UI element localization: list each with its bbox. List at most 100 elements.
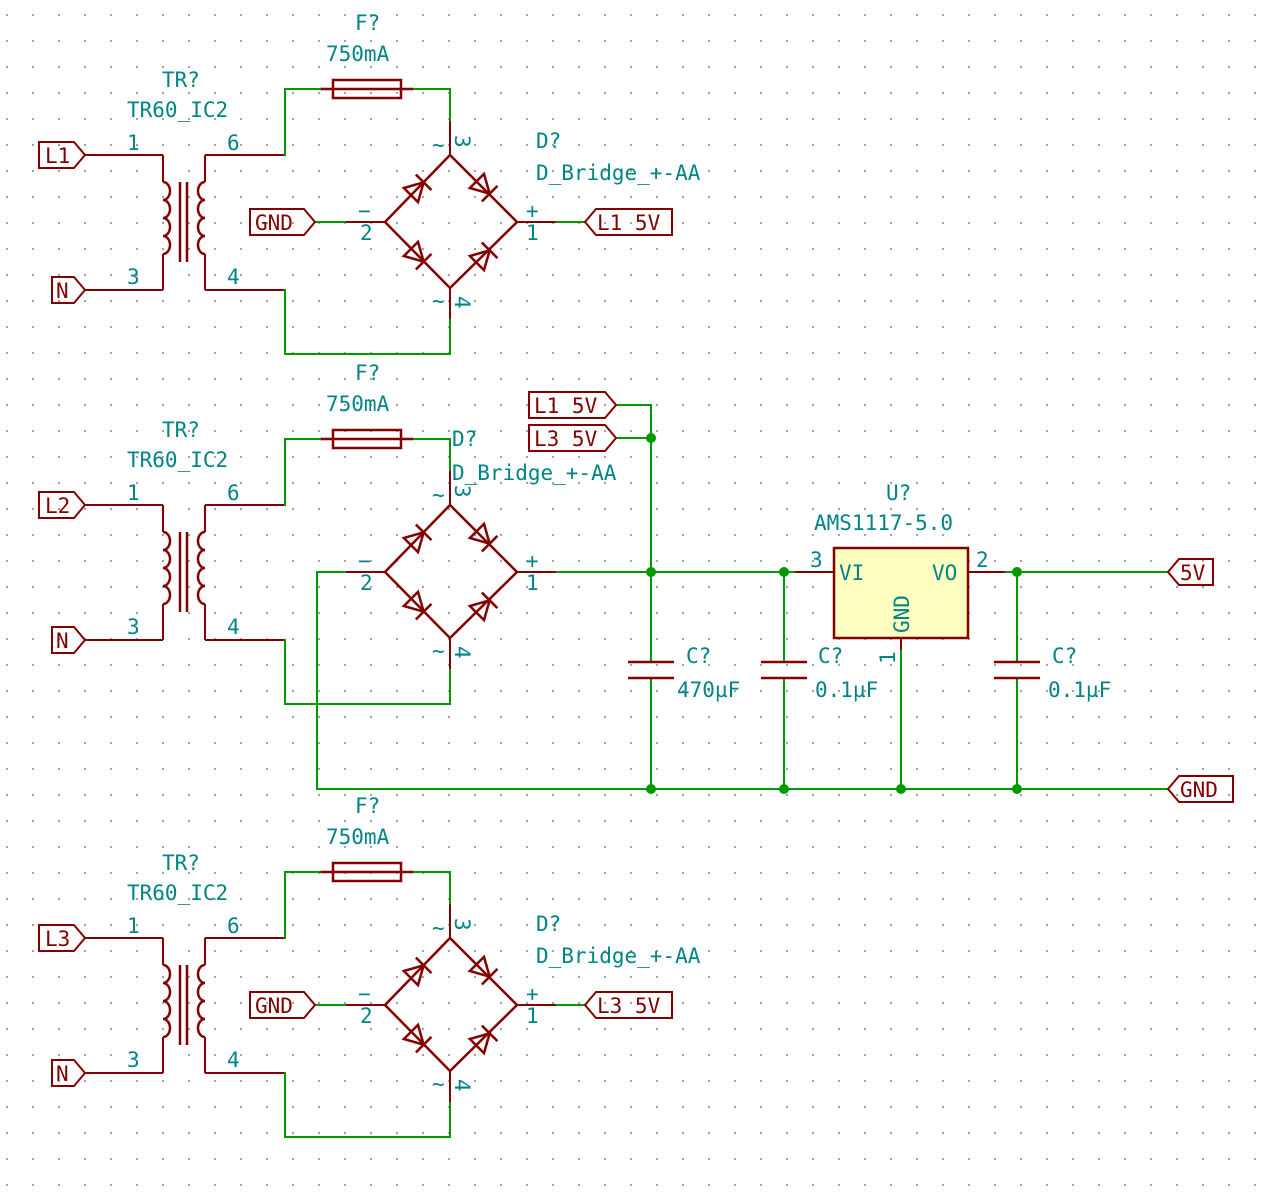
transformer-pin-1: 1: [127, 131, 140, 155]
stage-1: L1 N GND L1_5V TR? TR60_IC2 1 3 6 4 F? 7…: [38, 11, 701, 355]
merge-label-l3-5v: L3_5V: [534, 427, 598, 451]
output-label-l3-5v: L3_5V: [597, 994, 661, 1018]
stage-3: L3 N GND L3_5V TR? TR60_IC2 1 3 6 4 F? 7…: [38, 794, 701, 1138]
bridge-plus-sign: +: [526, 549, 539, 573]
label-l3-5v-merge-shape: [528, 424, 618, 452]
bridge-pin-3: 3: [450, 485, 474, 498]
regulator-pin-gnd: 1: [876, 651, 900, 664]
bridge-pin-1: 1: [526, 1004, 539, 1028]
bridge-ac-top: ~: [432, 916, 445, 940]
label-l1-shape: [38, 141, 87, 169]
wire-l1-5v: [615, 404, 652, 573]
label-l3-5v-shape: [583, 991, 673, 1019]
fuse-value: 750mA: [326, 825, 390, 849]
regulator-section: C? 470µF C? 0.1µF C? 0.1µF U? AMS1117-5.…: [316, 391, 1234, 803]
transformer-pin-3: 3: [127, 615, 140, 639]
transformer-pin-3: 3: [127, 1048, 140, 1072]
transformer-pin-1: 1: [127, 481, 140, 505]
regulator-value: AMS1117-5.0: [814, 511, 953, 535]
bridge-minus-sign: −: [358, 199, 371, 223]
c1-ref: C?: [686, 644, 711, 668]
bridge-pin-1: 1: [526, 221, 539, 245]
transformer-ref: TR?: [162, 418, 200, 442]
capacitor-c1: [628, 660, 674, 680]
bridge-ac-bottom: ~: [432, 1072, 445, 1096]
regulator-ic-body: [832, 546, 970, 640]
bridge-pin-4: 4: [450, 646, 474, 659]
junction-dot: [779, 567, 789, 577]
label-l2-shape: [38, 491, 87, 519]
c2-value: 0.1µF: [815, 678, 878, 702]
transformer-value: TR60_IC2: [127, 448, 228, 472]
c3-value: 0.1µF: [1048, 678, 1111, 702]
bridge-pin-4: 4: [450, 296, 474, 309]
transformer-pin-3: 3: [127, 265, 140, 289]
transformer-pin-1: 1: [127, 914, 140, 938]
bridge-ref: D?: [536, 912, 561, 936]
transformer-ref: TR?: [162, 68, 200, 92]
label-n-shape: [51, 276, 87, 304]
bridge-pin-2: 2: [360, 221, 373, 245]
output-label-5v: 5V: [1180, 561, 1206, 585]
neutral-label: N: [56, 1062, 69, 1086]
neutral-label: N: [56, 629, 69, 653]
fuse-ref: F?: [355, 794, 380, 818]
junction-dot: [1012, 784, 1022, 794]
capacitor-c2: [761, 660, 807, 680]
label-l3-shape: [38, 924, 87, 952]
wire-gnd-bus: [316, 571, 1169, 790]
label-l1-5v-merge-shape: [528, 391, 618, 419]
bridge-pin-4: 4: [450, 1079, 474, 1092]
junction-dot: [1012, 567, 1022, 577]
gnd-label: GND: [255, 994, 293, 1018]
bridge-pin-3: 3: [450, 918, 474, 931]
label-l1-5v-shape: [583, 208, 673, 236]
junction-dot: [646, 784, 656, 794]
transformer-value: TR60_IC2: [127, 881, 228, 905]
bridge-ac-bottom: ~: [432, 639, 445, 663]
transformer-pin-4: 4: [227, 1048, 240, 1072]
transformer-value: TR60_IC2: [127, 98, 228, 122]
fuse-value: 750mA: [326, 42, 390, 66]
bridge-plus-sign: +: [526, 982, 539, 1006]
bridge-ref: D?: [452, 427, 477, 451]
fuse-value: 750mA: [326, 392, 390, 416]
transformer-ref: TR?: [162, 851, 200, 875]
junction-dot: [646, 433, 656, 443]
label-n-shape: [51, 626, 87, 654]
bridge-value: D_Bridge_+-AA: [452, 461, 617, 485]
label-gnd-out-shape: [1166, 775, 1234, 803]
gnd-label: GND: [255, 211, 293, 235]
junction-dot: [779, 784, 789, 794]
bridge-pin-2: 2: [360, 1004, 373, 1028]
transformer-pin-6: 6: [227, 914, 240, 938]
output-label-l1-5v: L1_5V: [597, 211, 661, 235]
bridge-ac-top: ~: [432, 483, 445, 507]
junction-dot: [896, 784, 906, 794]
regulator-vi-label: VI: [839, 561, 864, 585]
bridge-ac-top: ~: [432, 133, 445, 157]
bridge-ref: D?: [536, 129, 561, 153]
merge-label-l1-5v: L1_5V: [534, 394, 598, 418]
label-gnd-shape: [249, 208, 317, 236]
input-label-l1: L1: [45, 144, 70, 168]
input-label-l3: L3: [45, 927, 70, 951]
bridge-minus-sign: −: [358, 982, 371, 1006]
bridge-plus-sign: +: [526, 199, 539, 223]
fuse-ref: F?: [355, 11, 380, 35]
c1-value: 470µF: [677, 678, 740, 702]
c3-ref: C?: [1052, 644, 1077, 668]
capacitor-c3: [994, 660, 1040, 680]
regulator-vo-label: VO: [932, 561, 957, 585]
bridge-pin-3: 3: [450, 135, 474, 148]
regulator-pin-vo: 2: [976, 548, 989, 572]
bridge-value: D_Bridge_+-AA: [536, 161, 701, 185]
label-5v-shape: [1166, 558, 1214, 586]
c2-ref: C?: [818, 644, 843, 668]
stage-2: L2 N TR? TR60_IC2 1 3 6 4 F? 750mA D? D_…: [38, 361, 617, 705]
junction-dot: [646, 567, 656, 577]
output-label-gnd: GND: [1180, 778, 1218, 802]
transformer-pin-4: 4: [227, 265, 240, 289]
